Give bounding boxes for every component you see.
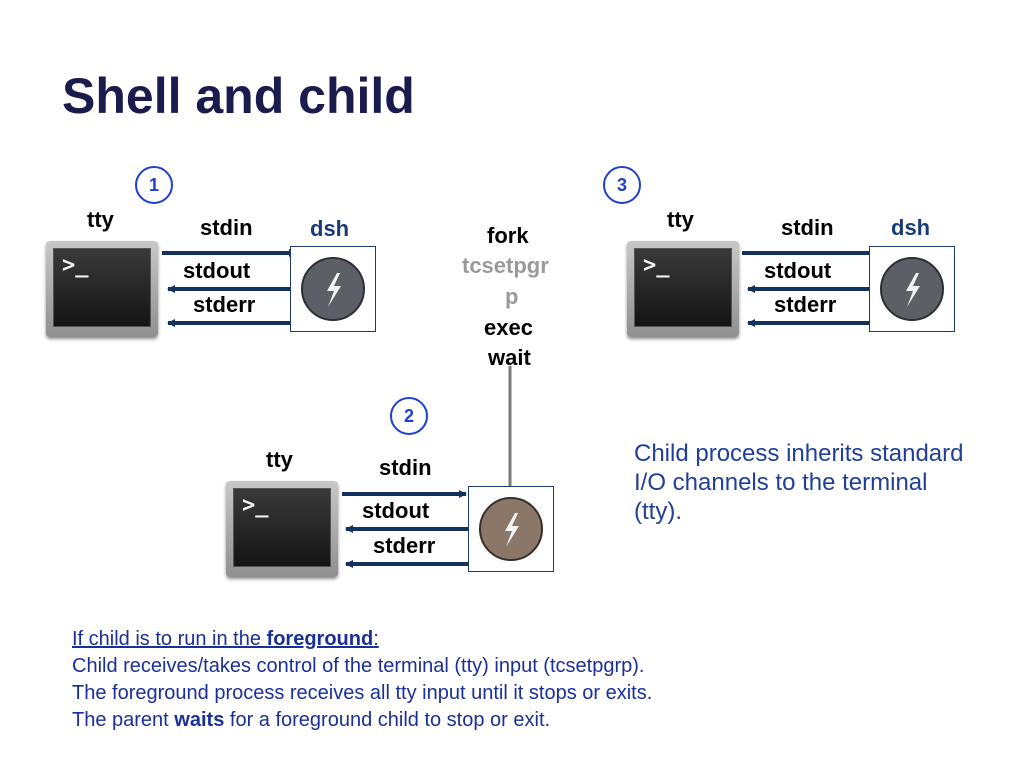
- footer-line-2: Child receives/takes control of the term…: [72, 655, 645, 677]
- p3-terminal-icon: >_: [627, 241, 739, 337]
- step-exec: exec: [484, 315, 533, 340]
- footer-line-4-bold: waits: [174, 709, 225, 731]
- step-fork: fork: [487, 223, 529, 248]
- slide-title: Shell and child: [62, 68, 415, 124]
- footer-line-3: The foreground process receives all tty …: [72, 682, 653, 704]
- footer-line-4: The parent waits for a foreground child …: [72, 707, 652, 734]
- p1-stderr-label: stderr: [193, 292, 256, 317]
- p1-tty-label: tty: [87, 207, 114, 232]
- p2-stderr-label: stderr: [373, 533, 436, 558]
- terminal-prompt: >_: [62, 253, 89, 278]
- terminal-prompt: >_: [242, 493, 269, 518]
- step-tcsetpgrp-line2: p: [505, 284, 519, 309]
- p1-dsh-label: dsh: [310, 216, 350, 241]
- p1-stdout-label: stdout: [183, 258, 251, 283]
- child-process-icon: [479, 497, 543, 561]
- p3-tty-label: tty: [667, 207, 694, 232]
- p3-dsh-process-box: [869, 246, 955, 332]
- footer-line-1-bold: foreground: [266, 628, 374, 650]
- step-2-badge: 2: [390, 397, 428, 435]
- terminal-prompt: >_: [643, 253, 670, 278]
- dsh-process-icon: [880, 257, 944, 321]
- p2-terminal-icon: >_: [226, 481, 338, 577]
- p1-terminal-icon: >_: [46, 241, 158, 337]
- p2-stdout-label: stdout: [362, 498, 430, 523]
- footer-line-4-suffix: for a foreground child to stop or exit.: [224, 709, 551, 731]
- p2-tty-label: tty: [266, 447, 293, 472]
- footer-line-1: If child is to run in the foreground:: [72, 626, 652, 653]
- dsh-process-icon: [301, 257, 365, 321]
- p2-child-process-box: [468, 486, 554, 572]
- p1-stdin-label: stdin: [200, 215, 253, 240]
- footer-line-1-suffix: :: [373, 628, 379, 650]
- step-3-badge: 3: [603, 166, 641, 204]
- p3-stdout-label: stdout: [764, 258, 832, 283]
- p1-dsh-process-box: [290, 246, 376, 332]
- step-wait: wait: [488, 345, 531, 370]
- p2-stdin-label: stdin: [379, 455, 432, 480]
- inheritance-description: Child process inherits standard I/O chan…: [634, 440, 964, 525]
- footer-notes: If child is to run in the foreground: Ch…: [72, 626, 652, 734]
- step-tcsetpgrp-line1: tcsetpgr: [462, 253, 549, 278]
- p3-stderr-label: stderr: [774, 292, 837, 317]
- p3-stdin-label: stdin: [781, 215, 834, 240]
- footer-line-4-prefix: The parent: [72, 709, 175, 731]
- footer-line-1-prefix: If child is to run in the: [72, 628, 267, 650]
- p3-dsh-label: dsh: [891, 215, 931, 240]
- step-1-badge: 1: [135, 166, 173, 204]
